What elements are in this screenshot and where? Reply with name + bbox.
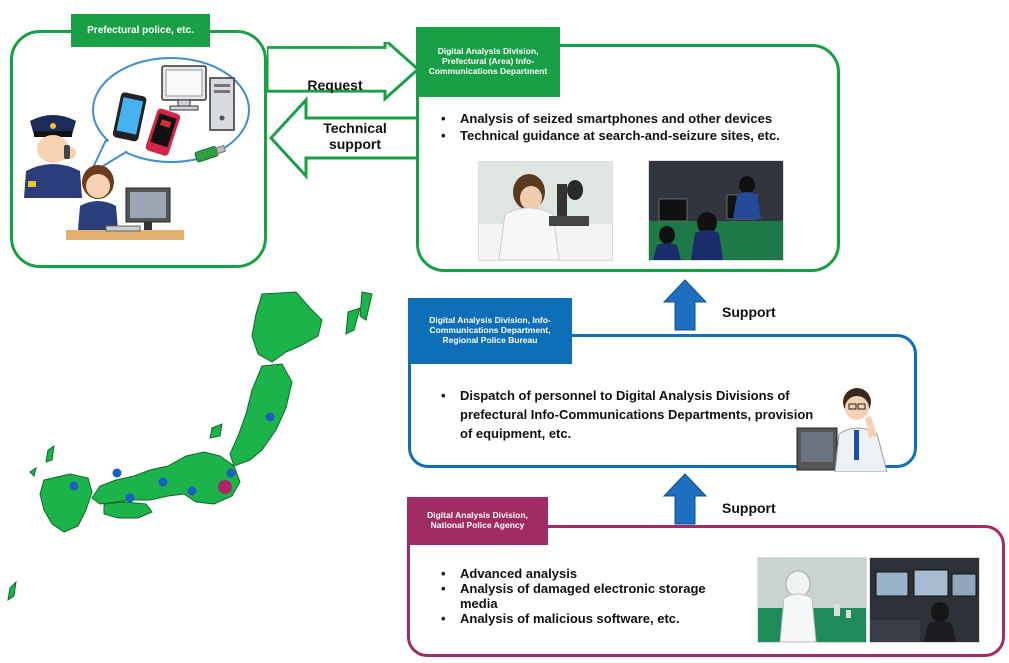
list-item: Technical guidance at search-and-seizure…	[438, 127, 838, 144]
list-item: Advanced analysis	[438, 566, 728, 581]
technical-support-arrow-icon	[268, 96, 420, 180]
request-label: Request	[307, 77, 363, 93]
npa-division-title: Digital Analysis Division, National Poli…	[407, 497, 548, 545]
list-item: Analysis of damaged electronic storage m…	[438, 581, 728, 611]
monitoring-room-photo	[869, 557, 980, 643]
smartphone-icon	[112, 92, 181, 156]
list-item: Analysis of seized smartphones and other…	[438, 110, 838, 127]
police-officer-on-phone-icon	[24, 115, 82, 198]
computer-lab-photo	[648, 160, 784, 261]
prefectural-division-list: Analysis of seized smartphones and other…	[438, 110, 838, 144]
usb-drive-icon	[194, 144, 227, 163]
npa-division-list: Advanced analysis Analysis of damaged el…	[438, 566, 728, 626]
microscope-analysis-photo	[478, 161, 613, 261]
upper-support-arrow-icon	[662, 279, 708, 331]
request-arrow-icon	[267, 42, 420, 103]
prefectural-division-title: Digital Analysis Division, Prefectural (…	[416, 27, 560, 97]
technical-support-label: Technical support	[323, 120, 387, 153]
tower-pc-icon	[161, 65, 235, 131]
analyst-at-computer-icon	[796, 388, 888, 472]
list-item: Analysis of malicious software, etc.	[438, 611, 728, 626]
japan-map-icon	[7, 291, 373, 602]
computer-operator-icon	[66, 165, 184, 240]
lower-support-arrow-icon	[662, 473, 708, 525]
prefectural-police-title: Prefectural police, etc.	[71, 14, 210, 47]
upper-support-label: Support	[722, 304, 776, 320]
list-item: Dispatch of personnel to Digital Analysi…	[438, 386, 818, 443]
regional-division-title: Digital Analysis Division, Info-Communic…	[408, 298, 572, 364]
cleanroom-photo	[757, 557, 867, 643]
regional-division-list: Dispatch of personnel to Digital Analysi…	[438, 386, 818, 443]
lower-support-label: Support	[722, 500, 776, 516]
